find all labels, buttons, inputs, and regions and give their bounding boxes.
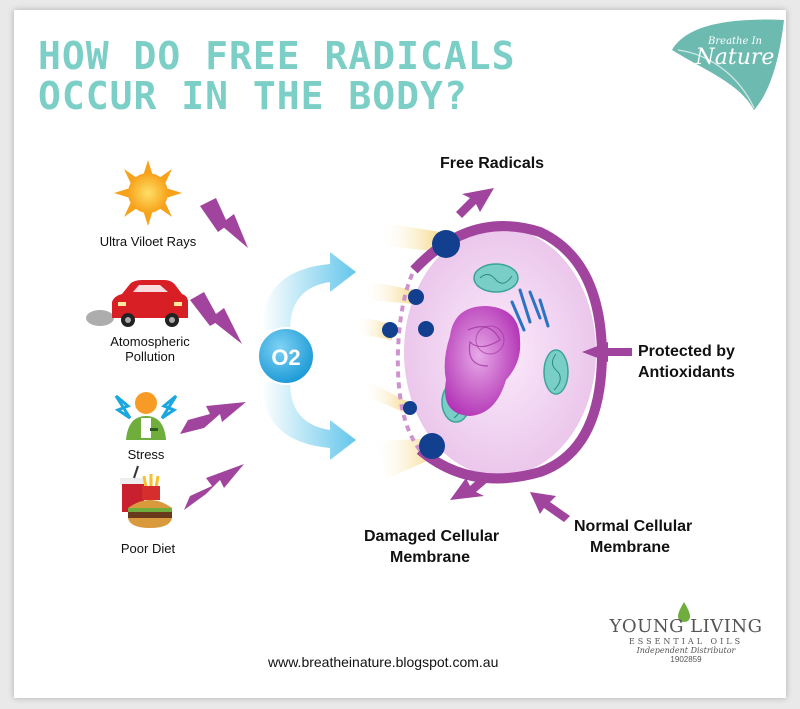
title-line-2: OCCUR IN THE BODY?	[38, 74, 468, 118]
sun-icon	[114, 160, 182, 226]
stress-lightning-arrow	[180, 402, 246, 434]
fast-food-icon	[120, 465, 172, 528]
young-living-logo: YOUNG LIVING ESSENTIAL OILS Independent …	[596, 616, 776, 664]
nucleus	[444, 306, 521, 416]
distributor-number: 1902859	[670, 655, 702, 664]
poster-card	[14, 10, 786, 698]
oil-drop-icon	[678, 602, 690, 622]
radical-beams	[356, 222, 440, 478]
damaged-membrane-arrow	[450, 474, 490, 500]
free-radicals-arrow	[456, 188, 494, 218]
source-label-uv: Ultra Viloet Rays	[99, 234, 197, 249]
source-label-diet: Poor Diet	[120, 541, 176, 556]
protected-label-line-1: Protected by	[638, 343, 735, 360]
brand-sub: ESSENTIAL OILS	[628, 637, 744, 646]
pollution-lightning-arrow	[190, 292, 242, 344]
stressed-person-icon	[114, 392, 178, 440]
leaf-logo-icon	[672, 19, 784, 111]
damaged-membrane	[395, 269, 422, 452]
damaged-label-line-1: Damaged Cellular	[364, 528, 500, 545]
source-label-pollution: Atomospheric Pollution	[110, 334, 190, 364]
protected-label-line-2: Antioxidants	[638, 364, 735, 381]
oxygen-label: O2	[271, 345, 300, 370]
damaged-label-line-2: Membrane	[390, 549, 471, 566]
normal-membrane-arrow	[530, 492, 570, 522]
logo-text-big: Nature	[695, 45, 775, 70]
logo-text-small: Breathe In	[708, 36, 762, 47]
antioxidants-arrow	[582, 342, 632, 362]
title-line-1: HOW DO FREE RADICALS	[38, 34, 516, 78]
distributor-label: Independent Distributor	[636, 646, 736, 655]
lower-flow-arrow	[262, 382, 356, 460]
source-label-stress: Stress	[127, 447, 165, 462]
normal-label-line-2: Membrane	[590, 539, 671, 556]
normal-label-line-1: Normal Cellular	[574, 518, 693, 535]
logo-text: Breathe In Nature	[690, 36, 780, 69]
page-title: HOW DO FREE RADICALS OCCUR IN THE BODY?	[38, 36, 516, 116]
brand-name: YOUNG LIVING	[609, 616, 763, 637]
upper-flow-arrow	[262, 252, 356, 330]
uv-lightning-arrow	[200, 198, 248, 248]
diet-lightning-arrow	[184, 464, 244, 510]
car-icon	[86, 280, 188, 327]
cell	[382, 221, 608, 484]
oxygen-molecule: O2	[257, 327, 315, 385]
website-url: www.breatheinature.blogspot.com.au	[268, 654, 499, 670]
free-radical-dots	[382, 230, 460, 459]
free-radicals-label: Free Radicals	[440, 155, 545, 172]
